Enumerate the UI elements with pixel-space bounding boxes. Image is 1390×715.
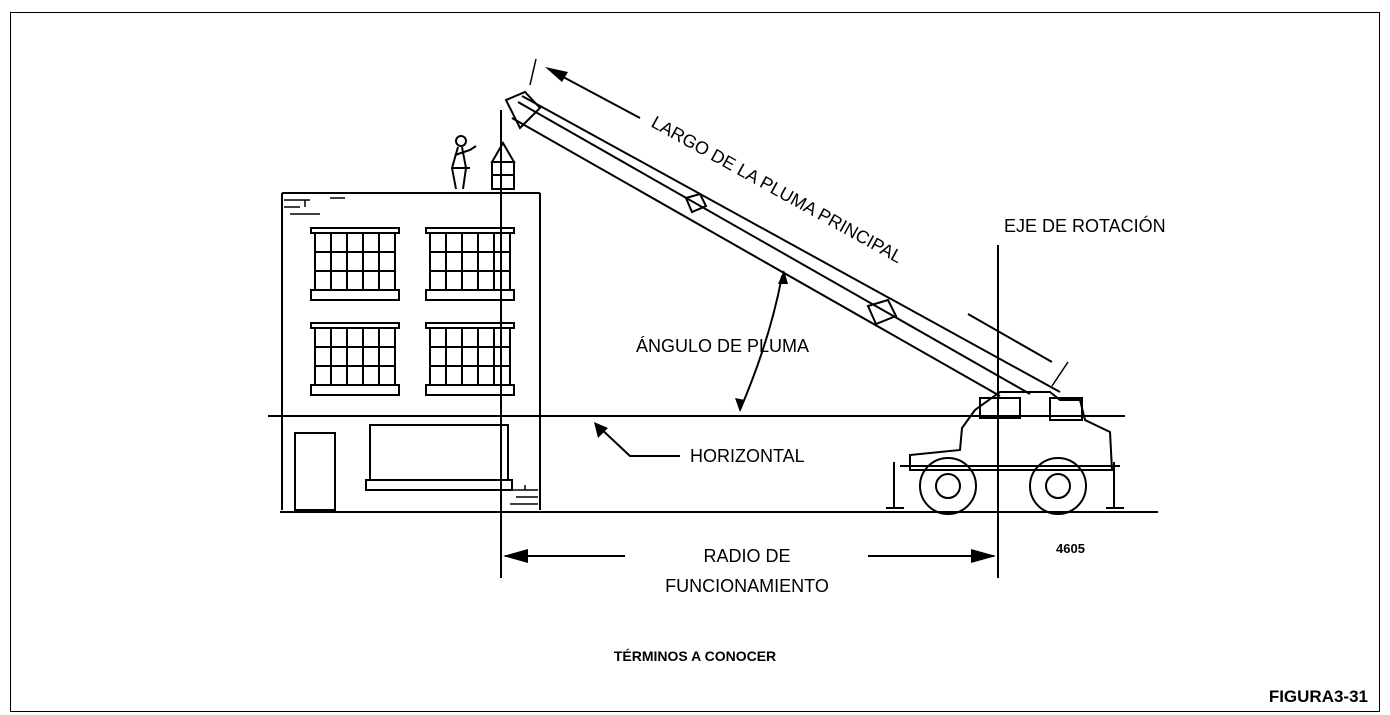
boom-length-arrow-right bbox=[967, 313, 1053, 363]
window bbox=[310, 227, 400, 301]
crane-carrier bbox=[886, 391, 1124, 515]
figure-number: FIGURA3-31 bbox=[1268, 687, 1368, 706]
window bbox=[310, 322, 400, 396]
boom-length-arrow-left bbox=[551, 70, 641, 119]
window bbox=[425, 227, 515, 301]
figure-frame bbox=[10, 12, 1380, 712]
boom-angle-arc bbox=[739, 275, 783, 411]
rotation-axis-label: EJE DE ROTACIÓN bbox=[1004, 215, 1166, 236]
boom bbox=[504, 90, 1061, 397]
boom-angle-label: ÁNGULO DE PLUMA bbox=[636, 336, 809, 356]
boom-length-label: LARGO DE LA PLUMA PRINCIPAL bbox=[648, 112, 906, 267]
horizontal-pointer bbox=[597, 425, 680, 457]
radius-label-line2: FUNCIONAMIENTO bbox=[665, 576, 829, 596]
figure-caption: TÉRMINOS A CONOCER bbox=[613, 648, 777, 664]
window bbox=[425, 322, 515, 396]
building bbox=[281, 192, 541, 511]
shop-window bbox=[369, 424, 509, 481]
figure-code: 4605 bbox=[1056, 541, 1085, 556]
load bbox=[490, 141, 516, 190]
worker-figure bbox=[450, 135, 477, 190]
radius-label-line1: RADIO DE bbox=[703, 546, 790, 566]
horizontal-label: HORIZONTAL bbox=[690, 446, 805, 466]
door bbox=[294, 432, 336, 511]
